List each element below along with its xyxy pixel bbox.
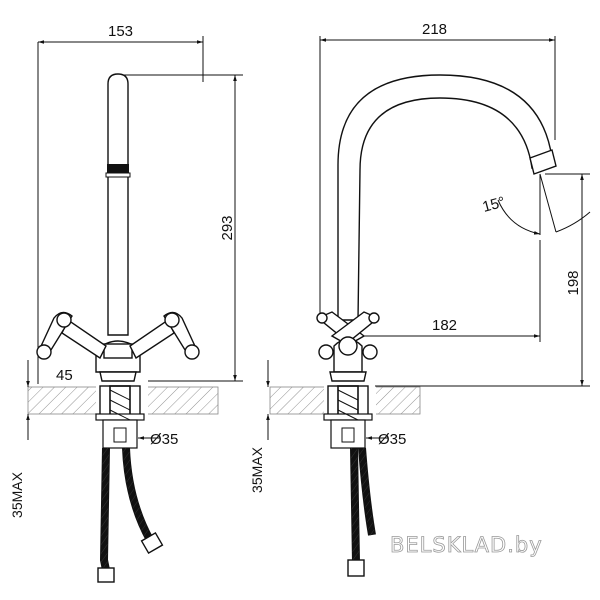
right-angle-label: 15° — [481, 194, 507, 216]
left-height-label: 293 — [219, 215, 236, 240]
right-spout — [337, 74, 553, 321]
right-width-label: 218 — [422, 21, 447, 38]
right-reach-label: 182 — [432, 317, 457, 334]
left-max-label: 35MAX — [9, 471, 25, 518]
right-view: 218 15° 198 182 — [249, 21, 591, 577]
right-height-label: 198 — [565, 270, 582, 295]
left-width-label: 153 — [108, 23, 133, 40]
right-diameter-label: Ø35 — [378, 431, 406, 448]
left-spout — [107, 73, 129, 336]
right-max-label: 35MAX — [249, 446, 265, 493]
right-handle — [129, 311, 200, 360]
left-diameter-label: Ø35 — [150, 431, 178, 448]
right-cross-handles — [316, 311, 380, 360]
watermark: BELSKLAD.by — [390, 533, 543, 557]
left-handle — [36, 311, 107, 360]
left-angle-label: 45 — [56, 367, 73, 384]
left-view: 153 293 45 — [9, 23, 243, 583]
